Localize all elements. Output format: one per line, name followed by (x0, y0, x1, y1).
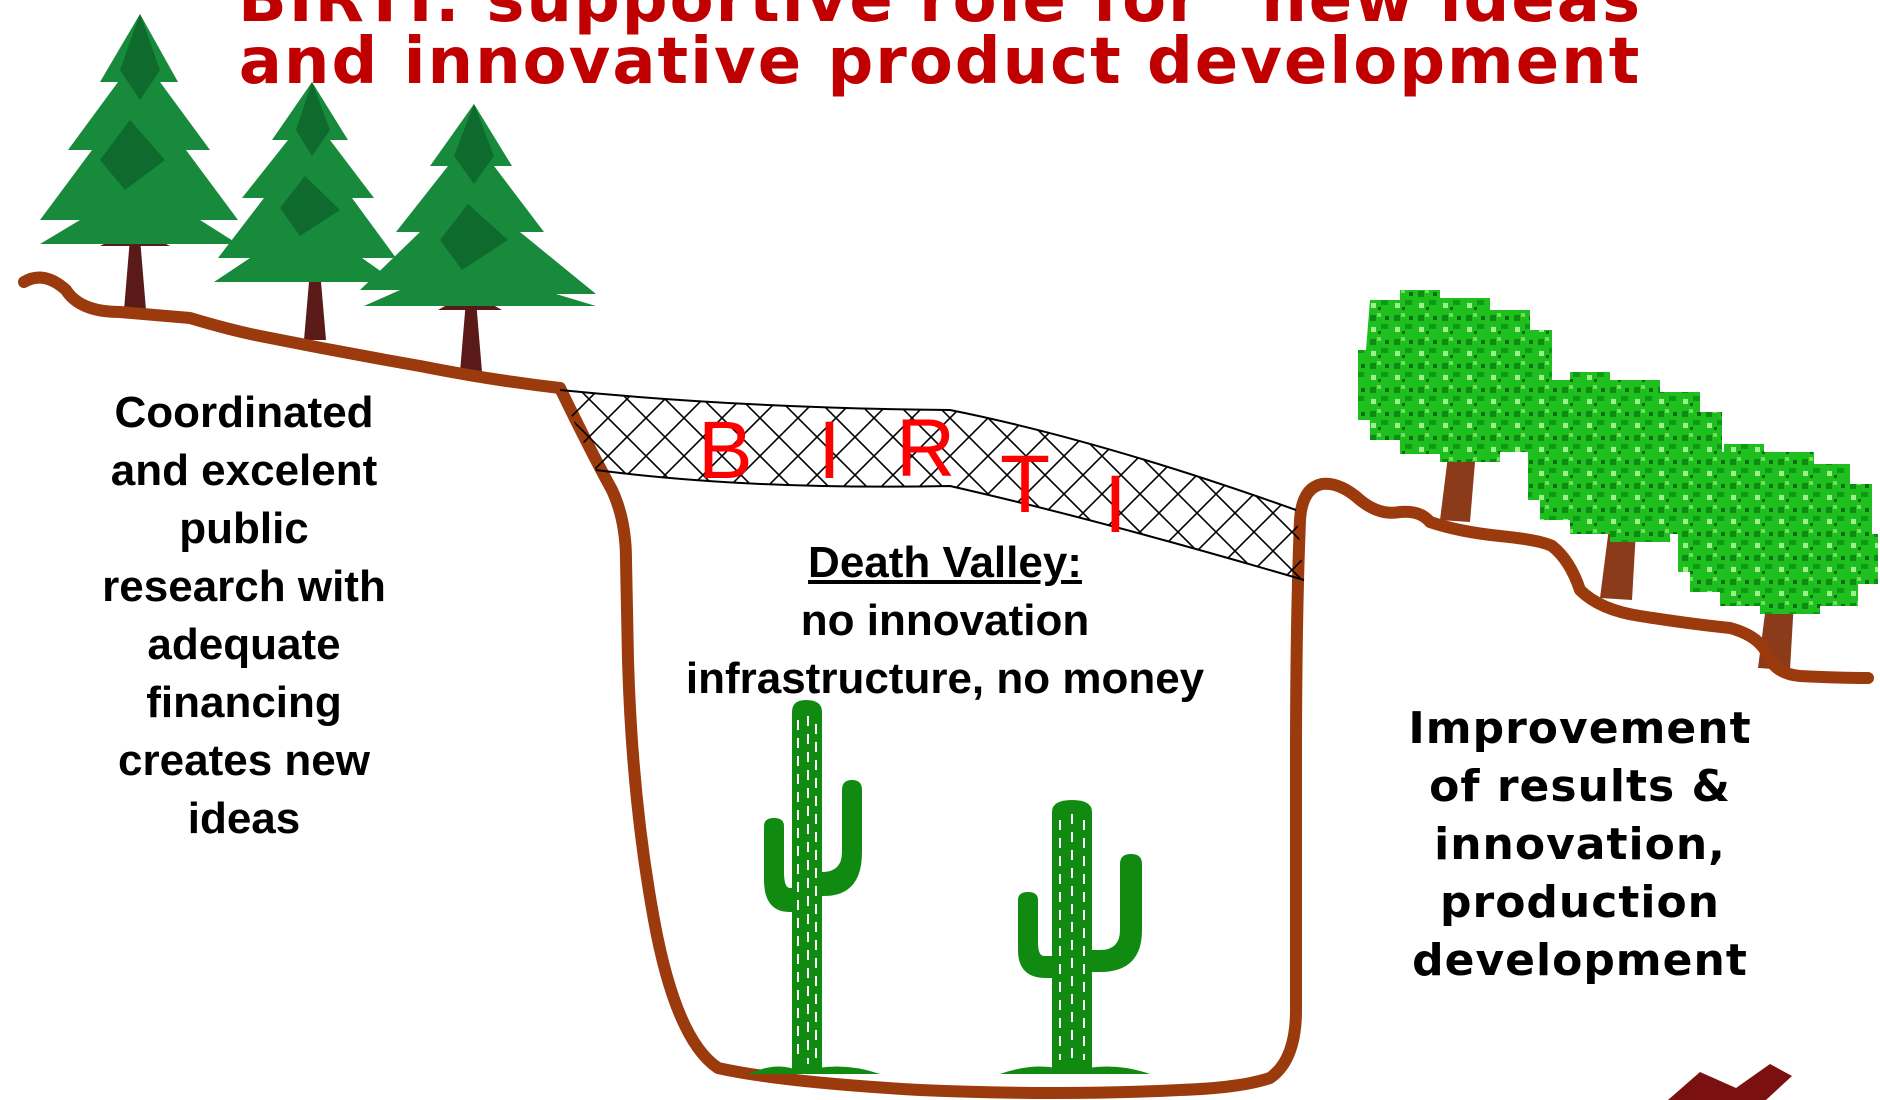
left-caption-line: financing (146, 678, 342, 727)
left-caption-line: research with (102, 562, 386, 611)
cactus-right (1000, 800, 1150, 1074)
cactus-left (748, 700, 880, 1074)
ground-right (1546, 540, 1874, 684)
valley-caption-line: infrastructure, no money (685, 654, 1205, 703)
bridge-letter-t: T (1000, 439, 1051, 530)
right-caption-line: of results & (1429, 761, 1731, 812)
conifer-tree-2 (214, 82, 396, 340)
left-caption-line: adequate (147, 620, 341, 669)
bush-tree-1 (1358, 290, 1560, 522)
right-caption-line: production (1440, 877, 1720, 928)
valley-caption-line: no innovation (800, 596, 1090, 645)
valley-heading: Death Valley: (808, 538, 1082, 587)
bridge-letter-i-1: I (818, 405, 841, 496)
ground-left (18, 271, 566, 394)
valley-walls (554, 382, 1558, 1099)
conifer-tree-1 (40, 14, 238, 310)
corner-arrow-icon (1668, 1064, 1792, 1100)
left-caption-line: and excelent (110, 446, 378, 495)
title-line-2: and innovative product development (238, 25, 1642, 99)
left-caption-line: Coordinated (114, 388, 374, 437)
right-caption-line: development (1412, 935, 1748, 986)
left-caption: Coordinated and excelent public research… (54, 384, 434, 848)
right-caption-line: Improvement (1408, 703, 1752, 754)
bridge-letter-r: R (896, 403, 956, 494)
left-caption-line: public (179, 504, 309, 553)
valley-caption: Death Valley: no innovation infrastructu… (620, 534, 1270, 708)
conifer-tree-3 (360, 104, 596, 372)
left-caption-line: creates new (118, 736, 370, 785)
bush-tree-2 (1528, 372, 1728, 600)
left-caption-line: ideas (187, 794, 301, 843)
bridge-letter-b: B (698, 405, 753, 496)
right-caption: Improvement of results & innovation, pro… (1350, 700, 1810, 990)
right-caption-line: innovation, (1434, 819, 1726, 870)
bridge-letter-i-2: I (1104, 459, 1127, 550)
bush-tree-3 (1678, 444, 1878, 670)
birti-bridge (559, 389, 1305, 581)
title-line-1: BIRTI: supportive role for "new ideas (237, 0, 1643, 37)
